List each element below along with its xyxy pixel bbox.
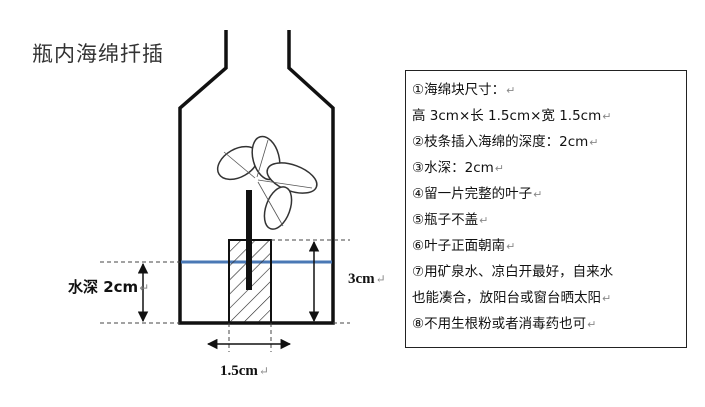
water-depth-label: 水深 2cm↵: [68, 278, 150, 296]
note-line: 高 3cm×长 1.5cm×宽 1.5cm↵: [412, 108, 612, 124]
note-line: ⑤瓶子不盖↵: [412, 212, 489, 228]
note-line: ②枝条插入海绵的深度：2cm↵: [412, 134, 599, 150]
sponge-width-label: 1.5cm↵: [220, 363, 269, 379]
note-line: ⑦用矿泉水、凉白开最好，自来水: [412, 264, 614, 280]
note-line: ⑧不用生根粉或者消毒药也可↵: [412, 316, 597, 332]
cutting-stem: [246, 190, 252, 290]
note-line: ④留一片完整的叶子↵: [412, 186, 543, 202]
note-line: ③水深：2cm↵: [412, 160, 504, 176]
note-line: ①海绵块尺寸：↵: [412, 82, 516, 98]
note-line: ⑥叶子正面朝南↵: [412, 238, 516, 254]
diagram-title: 瓶内海绵扦插: [32, 42, 164, 66]
note-line: 也能凑合，放阳台或窗台晒太阳↵: [412, 290, 612, 306]
sponge-height-label: 3cm↵: [348, 271, 386, 287]
instructions-box: ①海绵块尺寸：↵ 高 3cm×长 1.5cm×宽 1.5cm↵ ②枝条插入海绵的…: [405, 70, 687, 348]
leaves: [216, 135, 318, 230]
